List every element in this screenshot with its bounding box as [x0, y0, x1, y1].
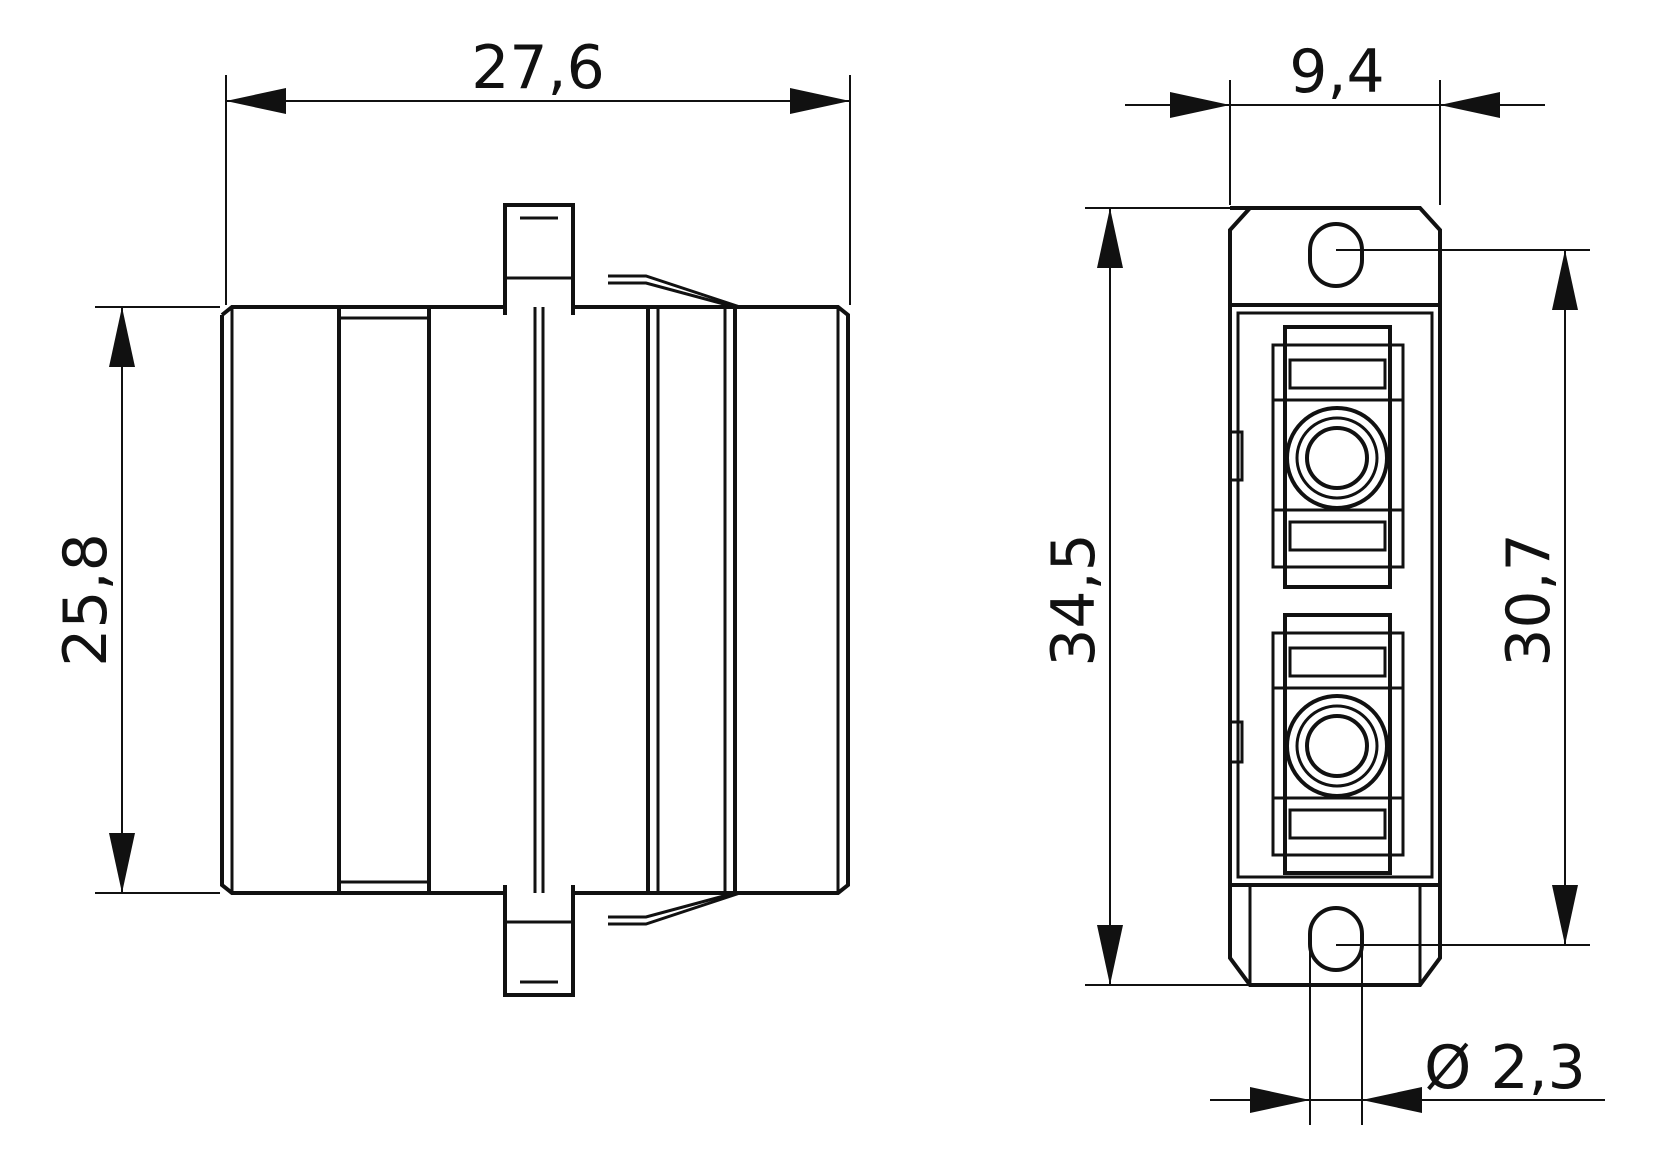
dimension-height-front: 34,5: [1039, 207, 1250, 986]
dimension-label-width-front: 9,4: [1289, 37, 1384, 107]
dimension-label-height-side: 25,8: [51, 533, 121, 667]
side-view-body: [220, 203, 850, 997]
side-view: 27,6 25,8: [51, 33, 851, 997]
dimension-hole-diameter: Ø 2,3: [1210, 945, 1605, 1125]
dimension-width-front: 9,4: [1125, 37, 1545, 205]
dimension-label-width-side: 27,6: [471, 33, 605, 103]
front-view-body: [1228, 206, 1442, 987]
sc-port-lower: [1271, 613, 1405, 875]
sc-port-upper: [1271, 325, 1405, 589]
front-view: 9,4 34,5 30,7 Ø 2,3: [1039, 37, 1605, 1125]
dimension-height-side: 25,8: [51, 306, 220, 894]
dimension-width-side: 27,6: [225, 33, 851, 305]
mounting-hole-bottom: [1308, 906, 1364, 972]
dimension-hole-spacing: 30,7: [1336, 249, 1590, 946]
mounting-hole-top: [1308, 222, 1364, 288]
dimension-label-height-front: 34,5: [1039, 533, 1109, 667]
dimension-label-hole-spacing: 30,7: [1494, 533, 1564, 667]
dimension-label-hole-diameter: Ø 2,3: [1424, 1033, 1586, 1103]
